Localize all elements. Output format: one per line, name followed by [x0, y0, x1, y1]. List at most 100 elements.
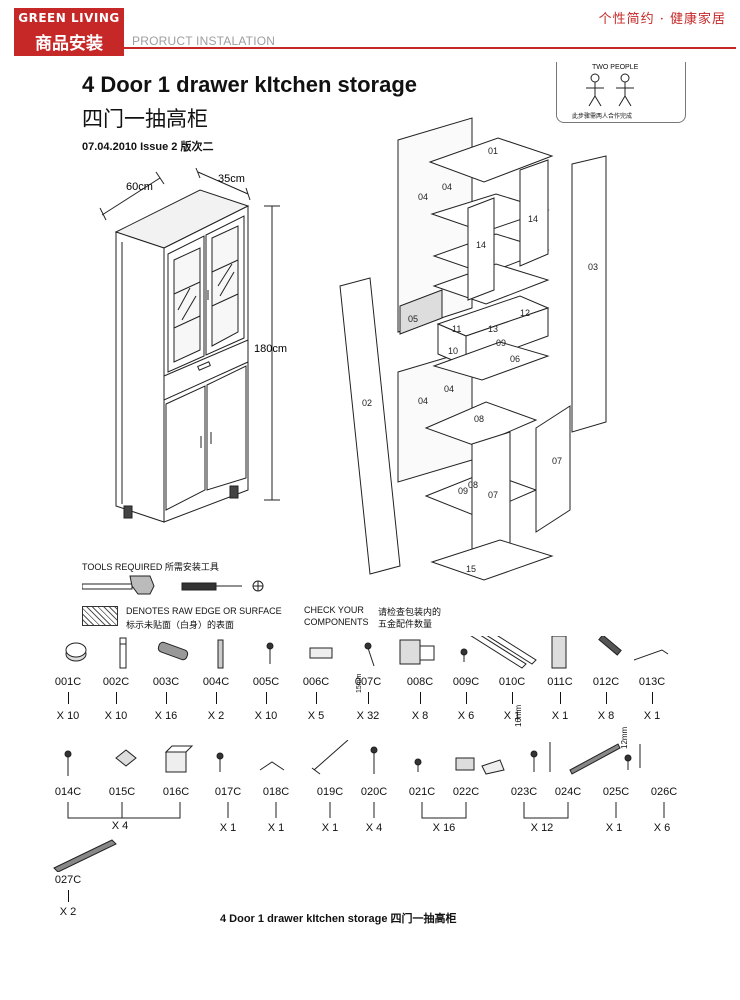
panel-label: 04 [418, 396, 428, 406]
component-code: 004C [202, 676, 230, 688]
panel-label: 15 [466, 564, 476, 574]
component-code: 002C [102, 676, 130, 688]
raw-edge-label-cn: 标示未贴面（白身）的表面 [126, 620, 235, 630]
group-qty: X 12 [530, 822, 554, 834]
component-code: 017C [214, 786, 242, 798]
hinge-icon [399, 639, 435, 665]
qty-connector [68, 692, 69, 704]
panel-label: 14 [528, 214, 538, 224]
panel-label: 07 [552, 456, 562, 466]
component-code: 023C [510, 786, 538, 798]
qty-connector [116, 692, 117, 704]
tools-required-label: TOOLS REQUIRED 所需安装工具 [82, 562, 219, 572]
wooden-dowel-icon [157, 641, 189, 661]
component-qty: X 16 [154, 710, 178, 722]
measurement-16mm: 16mm [514, 704, 523, 727]
group-qty: X 16 [432, 822, 456, 834]
qty-connector [316, 692, 317, 704]
screw-16mm-icon [530, 742, 551, 772]
qty-connector [606, 692, 607, 704]
panel-label: 14 [476, 240, 486, 250]
two-people-label: TWO PEOPLE [592, 64, 639, 71]
header-divider [124, 47, 736, 49]
panel-label: 13 [488, 324, 498, 334]
shelf-support-icon [455, 757, 475, 771]
component-qty: X 1 [643, 710, 661, 722]
component-code: 013C [638, 676, 666, 688]
panel-label: 04 [418, 192, 428, 202]
component-qty: X 8 [597, 710, 615, 722]
component-code: 027C [54, 874, 82, 886]
group-qty: X 4 [365, 822, 383, 834]
wood-screw-icon [370, 746, 378, 774]
component-code: 015C [108, 786, 136, 798]
component-code: 022C [452, 786, 480, 798]
small-screw-icon [460, 648, 468, 662]
panel-label: 10 [448, 346, 458, 356]
drawer-runner-icon [470, 636, 537, 669]
measurement-15mm: 15mm [356, 673, 363, 693]
foot-cap-icon [164, 745, 194, 773]
qty-connector [560, 692, 561, 704]
component-qty: X 1 [503, 710, 521, 722]
component-code: 021C [408, 786, 436, 798]
header-subtitle: PRORUCT INSTALATION [132, 34, 276, 48]
qty-connector [512, 692, 513, 704]
qty-connector [368, 692, 369, 704]
corner-block-icon [115, 749, 137, 767]
cam-bolt-icon [119, 637, 127, 669]
components-row-2: 014C 015C 016C 017C 018C 019C 020C 021C … [46, 786, 686, 836]
component-code: 010C [498, 676, 526, 688]
component-code: 024C [554, 786, 582, 798]
panel-label: 08 [468, 480, 478, 490]
panel-label: 03 [588, 262, 598, 272]
bracket-icon [259, 761, 285, 771]
component-code: 019C [316, 786, 344, 798]
component-code: 025C [602, 786, 630, 798]
exploded-view-drawing: 01 04 04 03 14 14 05 12 13 11 10 09 06 0… [339, 117, 607, 581]
component-icons-row-2 [64, 740, 641, 776]
two-people-icon [586, 73, 634, 107]
screw-12mm-icon [624, 744, 641, 770]
component-code: 005C [252, 676, 280, 688]
panel-label: 01 [488, 146, 498, 156]
measurement-12mm: 12mm [620, 726, 629, 749]
component-qty: X 10 [104, 710, 128, 722]
check-components-label-2: COMPONENTS [304, 617, 369, 627]
footer-title: 4 Door 1 drawer kItchen storage 四门一抽高柜 [220, 913, 457, 925]
component-code: 009C [452, 676, 480, 688]
qty-connector [166, 692, 167, 704]
allen-key-icon [633, 649, 669, 661]
component-code: 012C [592, 676, 620, 688]
two-people-note: 此步骤需两人合作完成 [572, 114, 633, 120]
check-components-cn: 请检查包装内的 [378, 607, 442, 617]
page-title: 4 Door 1 drawer kItchen storage [82, 72, 417, 97]
qty-connector [420, 692, 421, 704]
hanging-rail-icon [53, 839, 117, 872]
component-code: 018C [262, 786, 290, 798]
component-code: 011C [547, 676, 573, 688]
shelf-pin-icon [217, 639, 224, 669]
rod-icon [569, 743, 621, 775]
group-qty: X 6 [653, 822, 671, 834]
panel-label: 02 [362, 398, 372, 408]
cam-lock-icon [65, 642, 87, 662]
group-qty: X 4 [111, 820, 129, 832]
badge-brand-text: GREEN LIVING [18, 11, 120, 25]
component-qty: X 6 [457, 710, 475, 722]
assembled-cabinet-drawing: 60cm 35cm 180cm [99, 167, 287, 523]
short-screw-icon [266, 642, 274, 664]
bolt-icon [598, 636, 622, 656]
issue-date: 07.04.2010 Issue 2 版次二 [82, 141, 214, 153]
component-code: 008C [406, 676, 434, 688]
qty-connector [652, 692, 653, 704]
raw-edge-swatch [82, 606, 118, 626]
qty-connector [466, 692, 467, 704]
component-qty: X 2 [207, 710, 225, 722]
panel-label: 11 [452, 324, 461, 334]
screw-15mm-icon [364, 642, 375, 667]
panel-label: 07 [488, 490, 498, 500]
panel-label: 09 [496, 338, 506, 348]
qty-connector [266, 692, 267, 704]
component-code: 026C [650, 786, 678, 798]
